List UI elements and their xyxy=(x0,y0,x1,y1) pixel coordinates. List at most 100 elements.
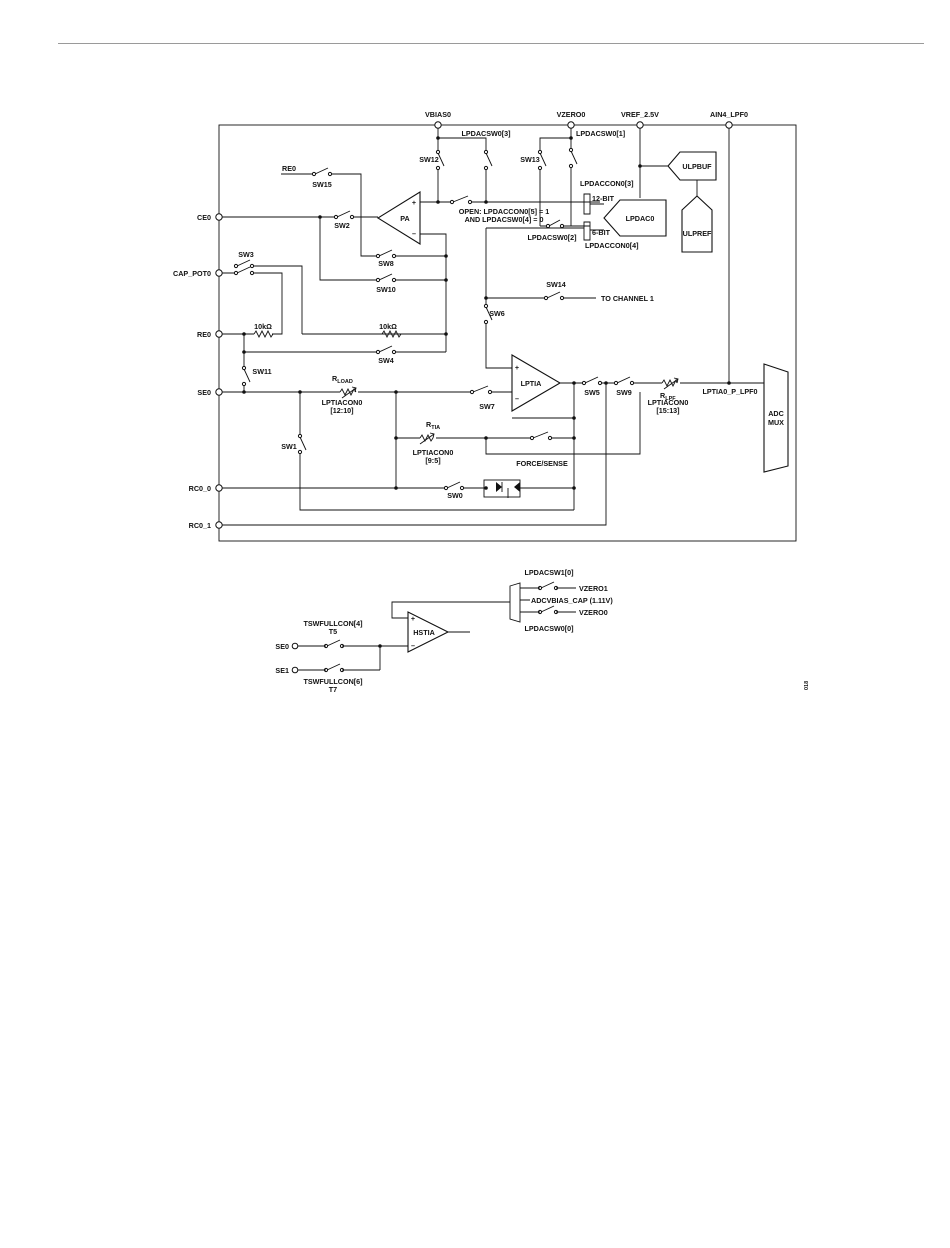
switch-hs-sw0 xyxy=(537,605,559,615)
label-t5: T5 xyxy=(329,627,337,636)
switch-sw13b xyxy=(537,149,547,171)
label-re0-sw15: RE0 xyxy=(282,164,296,173)
svg-text:ULPREF: ULPREF xyxy=(683,229,712,238)
switch-sw7 xyxy=(469,385,493,395)
label-lptiacon0-a-bits: [12:10] xyxy=(330,406,353,415)
label-10k-b: 10kΩ xyxy=(379,322,397,331)
switch-t7 xyxy=(323,663,345,673)
pin-vref: VREF_2.5V xyxy=(621,110,659,129)
svg-text:HSTIA: HSTIA xyxy=(413,628,435,637)
switch-sw-force xyxy=(529,431,553,441)
pin-ce0: CE0 xyxy=(197,213,223,222)
svg-text:+: + xyxy=(515,363,519,372)
label-sw8: SW8 xyxy=(378,259,394,268)
label-10k-a: 10kΩ xyxy=(254,322,272,331)
label-lpdaccon0-4: LPDACCON0[4] xyxy=(585,241,639,250)
svg-text:AIN4_LPF0: AIN4_LPF0 xyxy=(710,110,748,119)
switch-sw-lpdac xyxy=(449,195,473,205)
label-sw7: SW7 xyxy=(479,402,495,411)
svg-text:VBIAS0: VBIAS0 xyxy=(425,110,451,119)
label-t7: T7 xyxy=(329,685,337,694)
switch-sw11 xyxy=(241,365,251,387)
label-lptiacon0-b: LPTIACON0 xyxy=(413,448,454,457)
svg-text:SE0: SE0 xyxy=(197,388,211,397)
switch-sw4 xyxy=(375,345,397,355)
pin-rc0-0: RC0_0 xyxy=(189,484,223,493)
pin-ain4-lpf0: AIN4_LPF0 xyxy=(710,110,748,129)
label-sw12: SW12 xyxy=(419,155,439,164)
label-lptiacon0-b-bits: [9:5] xyxy=(425,456,440,465)
label-to-channel-1: TO CHANNEL 1 xyxy=(601,294,654,303)
switch-sw1 xyxy=(297,433,307,455)
svg-text:6-BIT: 6-BIT xyxy=(592,228,611,237)
svg-text:+: + xyxy=(411,614,415,623)
pin-se0: SE0 xyxy=(197,388,223,397)
svg-text:MUX: MUX xyxy=(768,418,784,427)
hstia-section: HSTIA + – SE0 SE1 TSWFULLCON[4] T5 TSWFU… xyxy=(275,568,810,694)
label-lpdacsw0-2: LPDACSW0[2] xyxy=(527,233,576,242)
switch-sw6 xyxy=(483,303,493,325)
label-sw3: SW3 xyxy=(238,250,254,259)
label-lpdacsw0-3: LPDACSW0[3] xyxy=(461,129,510,138)
label-sw10: SW10 xyxy=(376,285,396,294)
figure-id: 018 xyxy=(804,681,810,690)
switch-sw10 xyxy=(375,273,397,283)
pin-re0: RE0 xyxy=(197,330,223,339)
label-open-note-1: OPEN: LPDACCON0[5] = 1 xyxy=(459,207,549,216)
annotation-labels: RE0 LPDACSW0[3] LPDACSW0[1] LPDACCON0[3]… xyxy=(254,129,757,468)
label-rlpf: RLPF xyxy=(660,391,676,402)
switch-sw9 xyxy=(613,376,635,386)
svg-text:ULPBUF: ULPBUF xyxy=(682,162,712,171)
label-sw6: SW6 xyxy=(489,309,505,318)
label-lpdaccon0-3: LPDACCON0[3] xyxy=(580,179,634,188)
label-lptia0-p-lpf0: LPTIA0_P_LPF0 xyxy=(702,387,757,396)
switch-sw2 xyxy=(333,210,355,220)
svg-text:VREF_2.5V: VREF_2.5V xyxy=(621,110,659,119)
label-sw13: SW13 xyxy=(520,155,540,164)
svg-text:PA: PA xyxy=(400,214,409,223)
wires xyxy=(222,128,764,526)
label-force-sense: FORCE/SENSE xyxy=(516,459,568,468)
label-sw4: SW4 xyxy=(378,356,394,365)
switch-sw12b xyxy=(483,149,493,171)
switch-labels: SW15 SW2 SW12 SW13 SW8 SW10 SW3 SW14 SW6… xyxy=(238,155,632,500)
header-rule xyxy=(58,43,924,44)
switch-sw12 xyxy=(435,149,445,171)
switch-sw13 xyxy=(568,147,578,169)
label-lptiacon0-c-bits: [15:13] xyxy=(656,406,679,415)
label-sw1: SW1 xyxy=(281,442,297,451)
junction-dots xyxy=(242,136,731,490)
switch-sw3b xyxy=(233,259,255,269)
pin-cap-pot0: CAP_POT0 xyxy=(173,269,223,278)
switch-t5 xyxy=(323,639,345,649)
resistors xyxy=(253,329,679,445)
label-rload: RLOAD xyxy=(332,374,353,385)
svg-text:–: – xyxy=(411,641,415,650)
switch-sw8 xyxy=(375,249,397,259)
label-sw2: SW2 xyxy=(334,221,350,230)
svg-text:LPDAC0: LPDAC0 xyxy=(626,214,655,223)
label-sw9: SW9 xyxy=(616,388,632,397)
label-vzero1: VZERO1 xyxy=(579,584,608,593)
switch-sw3a xyxy=(233,266,255,276)
diode-pair xyxy=(483,479,521,498)
svg-text:RC0_0: RC0_0 xyxy=(189,484,211,493)
chip-boundary xyxy=(218,124,797,542)
label-tswfullcon4: TSWFULLCON[4] xyxy=(303,619,362,628)
switch-sw14 xyxy=(543,291,565,301)
label-vzero0-b: VZERO0 xyxy=(579,608,608,617)
label-sw5: SW5 xyxy=(584,388,600,397)
label-open-note-2: AND LPDACSW0[4] = 0 xyxy=(465,215,544,224)
pin-rc0-1: RC0_1 xyxy=(189,521,223,530)
svg-text:VZERO0: VZERO0 xyxy=(557,110,586,119)
label-tswfullcon6: TSWFULLCON[6] xyxy=(303,677,362,686)
lpdac-block: LPDAC0 12-BIT 6-BIT xyxy=(583,193,667,241)
switch-sw5 xyxy=(581,376,603,386)
label-se0-hs: SE0 xyxy=(275,642,289,651)
lptia-amplifier: LPTIA + – xyxy=(511,354,562,412)
pin-vzero0: VZERO0 xyxy=(557,110,586,129)
svg-text:RE0: RE0 xyxy=(197,330,211,339)
switch-sw15 xyxy=(311,167,333,177)
label-sw0: SW0 xyxy=(447,491,463,500)
